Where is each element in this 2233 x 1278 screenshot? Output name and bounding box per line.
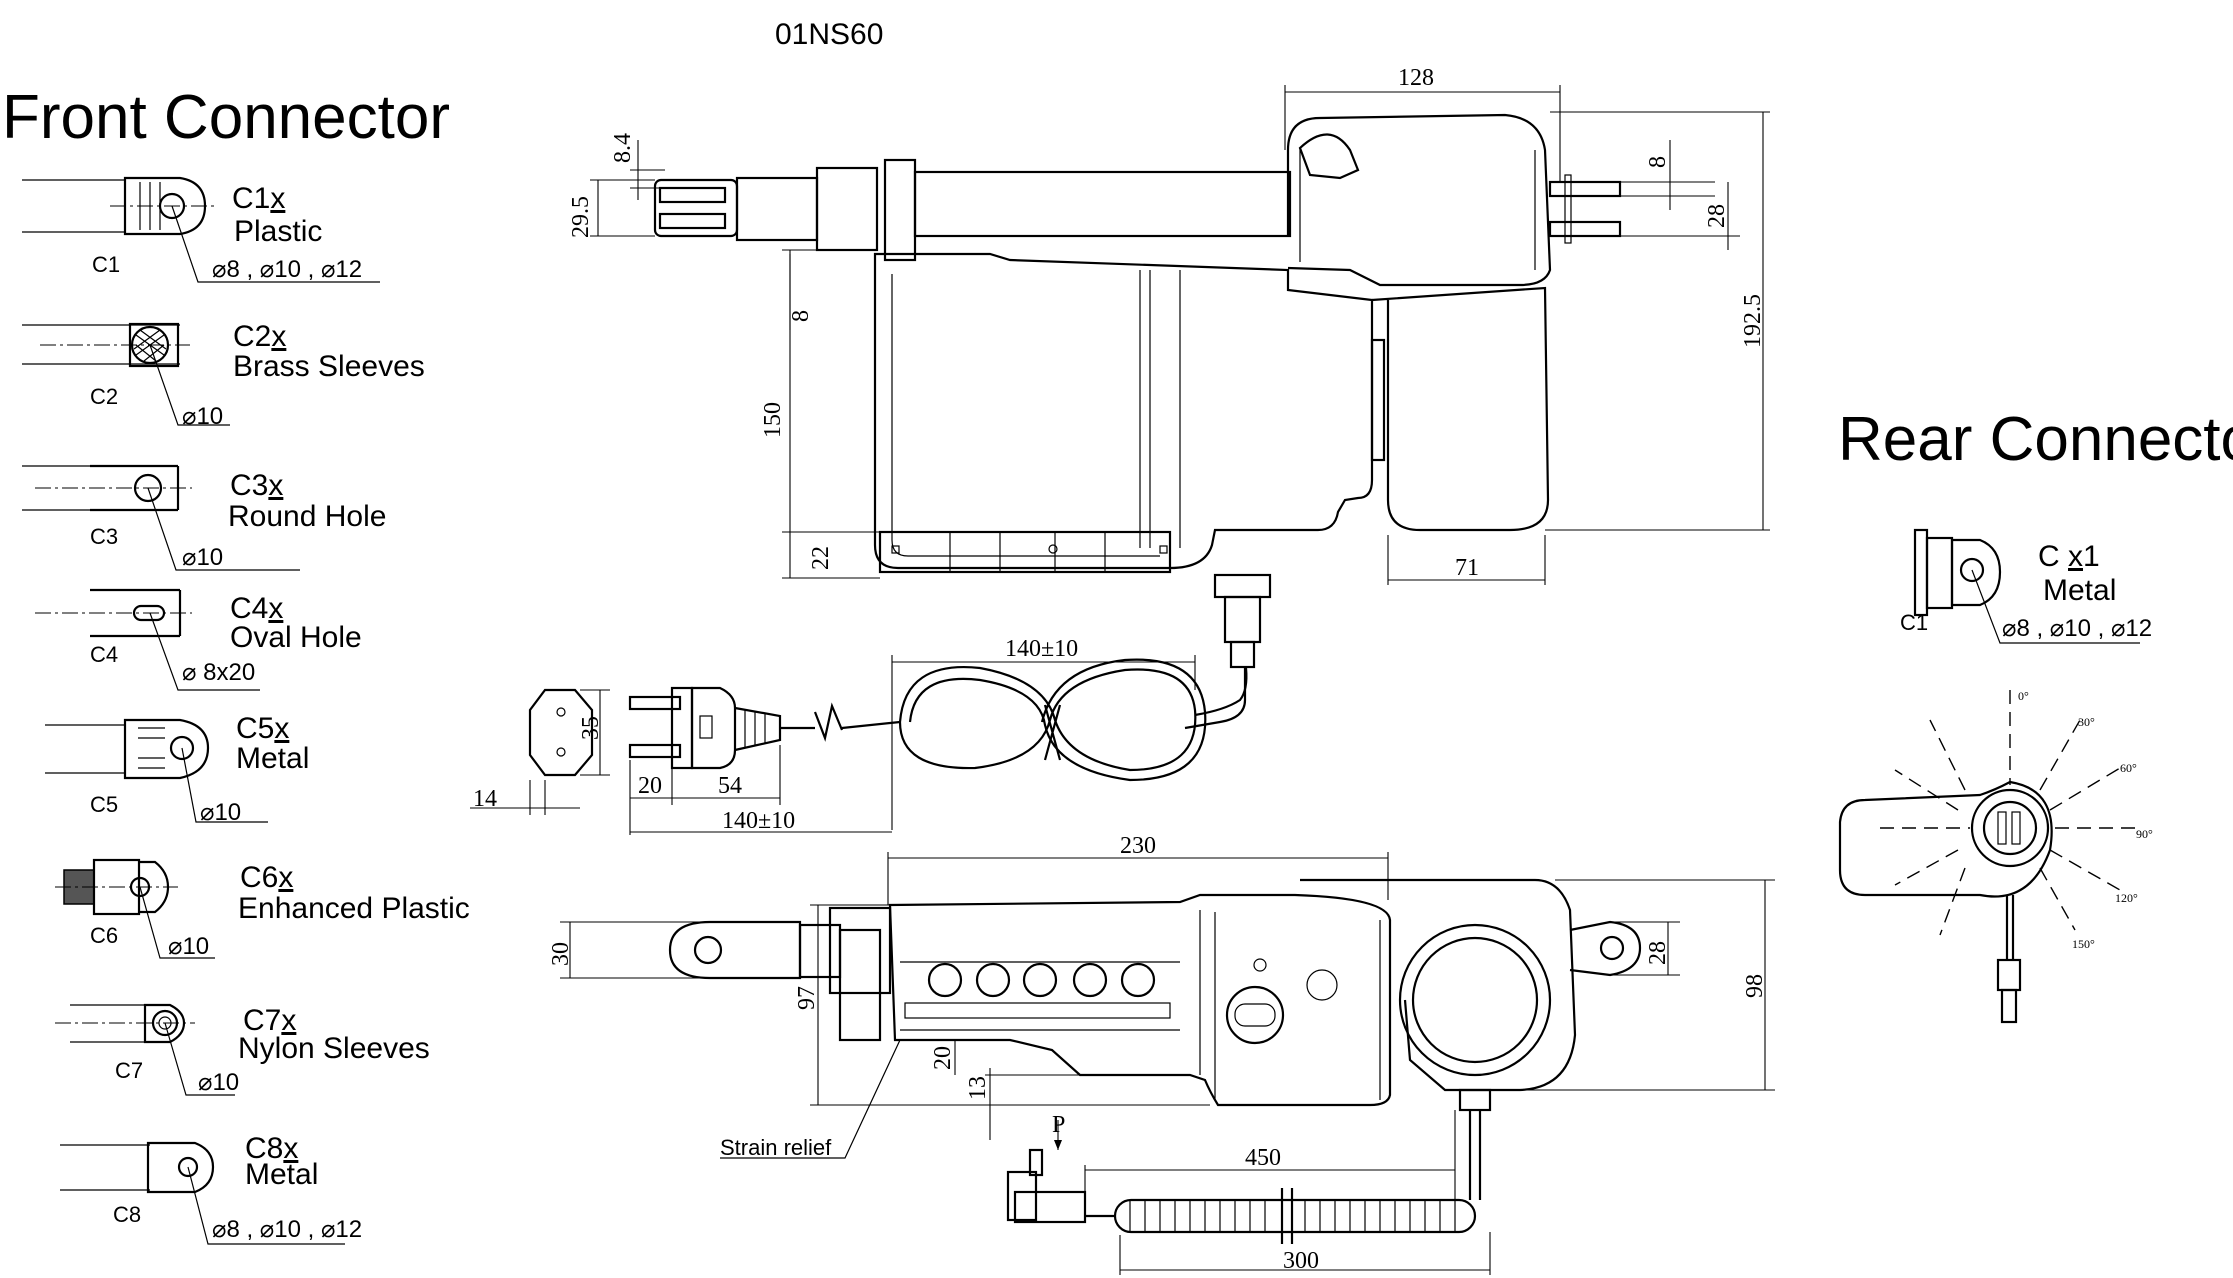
- dim-8-4: 8.4: [610, 133, 636, 163]
- c2-code: C2x: [233, 320, 286, 353]
- c8-code: C8x: [245, 1132, 298, 1165]
- dim-13: 13: [965, 1076, 991, 1100]
- dim-150: 150: [760, 402, 786, 438]
- rear-connector-hole: ⌀8 , ⌀10 , ⌀12: [2002, 615, 2152, 642]
- c7-id: C7: [115, 1058, 143, 1083]
- dim-97: 97: [794, 986, 820, 1010]
- c2-desc: Brass Sleeves: [233, 350, 425, 383]
- dim-300: 300: [1283, 1248, 1319, 1274]
- c4-id: C4: [90, 642, 118, 667]
- c6-hole: ⌀10: [168, 933, 209, 960]
- dim-cable-140: 140±10: [1005, 636, 1078, 662]
- c5-desc: Metal: [236, 742, 309, 775]
- angle-120: 120°: [2115, 891, 2138, 905]
- model-number: 01NS60: [775, 18, 883, 51]
- c5-id: C5: [90, 792, 118, 817]
- c3-hole: ⌀10: [182, 544, 223, 571]
- c8-id: C8: [113, 1202, 141, 1227]
- connector-c2: C2x Brass Sleeves ⌀10 C2: [22, 320, 425, 430]
- c7-desc: Nylon Sleeves: [238, 1032, 430, 1065]
- dim-30: 30: [548, 942, 574, 966]
- dim-230: 230: [1120, 833, 1156, 859]
- angle-150: 150°: [2072, 937, 2095, 951]
- connector-c6: C6x Enhanced Plastic ⌀10 C6: [55, 858, 470, 960]
- c1-desc: Plastic: [234, 215, 322, 248]
- angle-90: 90°: [2136, 827, 2153, 841]
- c7-code: C7x: [243, 1004, 296, 1037]
- rear-connector-desc: Metal: [2043, 574, 2116, 607]
- dim-28-rear: 28: [1704, 204, 1730, 228]
- connector-c8: C8x Metal ⌀8 , ⌀10 , ⌀12 C8: [60, 1132, 362, 1245]
- c5-hole: ⌀10: [200, 799, 241, 826]
- dim-22: 22: [808, 546, 834, 570]
- dim-8-offset: 8: [788, 310, 814, 322]
- c1-hole: ⌀8 , ⌀10 , ⌀12: [212, 256, 362, 283]
- coiled-cable: P: [1006, 1112, 1477, 1244]
- angle-0: 0°: [2018, 689, 2029, 703]
- dim-20: 20: [638, 773, 662, 799]
- dim-192-5: 192.5: [1740, 294, 1766, 348]
- pin-label-p: P: [1052, 1112, 1065, 1138]
- angle-60: 60°: [2120, 761, 2137, 775]
- connector-c5: C5x Metal ⌀10 C5: [45, 712, 309, 826]
- dim-71: 71: [1455, 555, 1479, 581]
- actuator-bottom-view: P 230 30 97 28 98 20 13 Strain relief: [548, 833, 1775, 1275]
- c4-desc: Oval Hole: [230, 621, 362, 654]
- c6-id: C6: [90, 923, 118, 948]
- dim-plug-140: 140±10: [722, 808, 795, 834]
- rear-connector-code: C x1: [2038, 540, 2100, 573]
- c2-hole: ⌀10: [182, 403, 223, 430]
- strain-relief-label: Strain relief: [720, 1135, 832, 1160]
- connector-c1: C1x Plastic ⌀8 , ⌀10 , ⌀12 C1: [22, 176, 380, 283]
- dim-128: 128: [1398, 65, 1434, 91]
- dim-35: 35: [578, 716, 604, 740]
- dim-14: 14: [473, 786, 497, 812]
- connector-c7: C7x Nylon Sleeves ⌀10 C7: [55, 1003, 430, 1096]
- c8-desc: Metal: [245, 1158, 318, 1191]
- connector-c3: C3x Round Hole ⌀10 C3: [22, 464, 386, 571]
- c7-hole: ⌀10: [198, 1069, 239, 1096]
- dim-20-bottom: 20: [930, 1046, 956, 1070]
- dim-54: 54: [718, 773, 742, 799]
- c4-hole: ⌀ 8x20: [182, 659, 255, 686]
- rear-connector-detail: C x1 Metal ⌀8 , ⌀10 , ⌀12 C1: [1900, 528, 2152, 644]
- actuator-top-view: 128 8.4 29.5 8 28 192.5 8 150 22 71: [568, 65, 1770, 730]
- front-connector-title: Front Connector: [2, 83, 450, 152]
- c1-code: C1x: [232, 182, 285, 215]
- c6-desc: Enhanced Plastic: [238, 892, 470, 925]
- rear-connector-id: C1: [1900, 610, 1928, 635]
- connector-c4: C4x Oval Hole ⌀ 8x20 C4: [35, 588, 362, 691]
- power-plug-assembly: 35 14 140±10 20 54 140±10: [470, 636, 1248, 835]
- c5-code: C5x: [236, 712, 289, 745]
- rear-connector-title: Rear Connector: [1838, 405, 2233, 474]
- angle-30: 30°: [2078, 715, 2095, 729]
- c4-code: C4x: [230, 592, 283, 625]
- dim-450: 450: [1245, 1145, 1281, 1171]
- dim-28-bottom: 28: [1645, 941, 1671, 965]
- c3-desc: Round Hole: [228, 500, 386, 533]
- c6-code: C6x: [240, 861, 293, 894]
- c1-id: C1: [92, 252, 120, 277]
- dim-8-rear: 8: [1645, 156, 1671, 168]
- rotation-diagram: 0° 30° 60° 90° 120° 150°: [1838, 689, 2153, 1024]
- c3-id: C3: [90, 524, 118, 549]
- c2-id: C2: [90, 384, 118, 409]
- dim-98: 98: [1742, 974, 1768, 998]
- c8-hole: ⌀8 , ⌀10 , ⌀12: [212, 1216, 362, 1243]
- dim-29-5: 29.5: [568, 196, 594, 238]
- front-connector-list: C1x Plastic ⌀8 , ⌀10 , ⌀12 C1 C2x Brass …: [22, 176, 470, 1245]
- c3-code: C3x: [230, 469, 283, 502]
